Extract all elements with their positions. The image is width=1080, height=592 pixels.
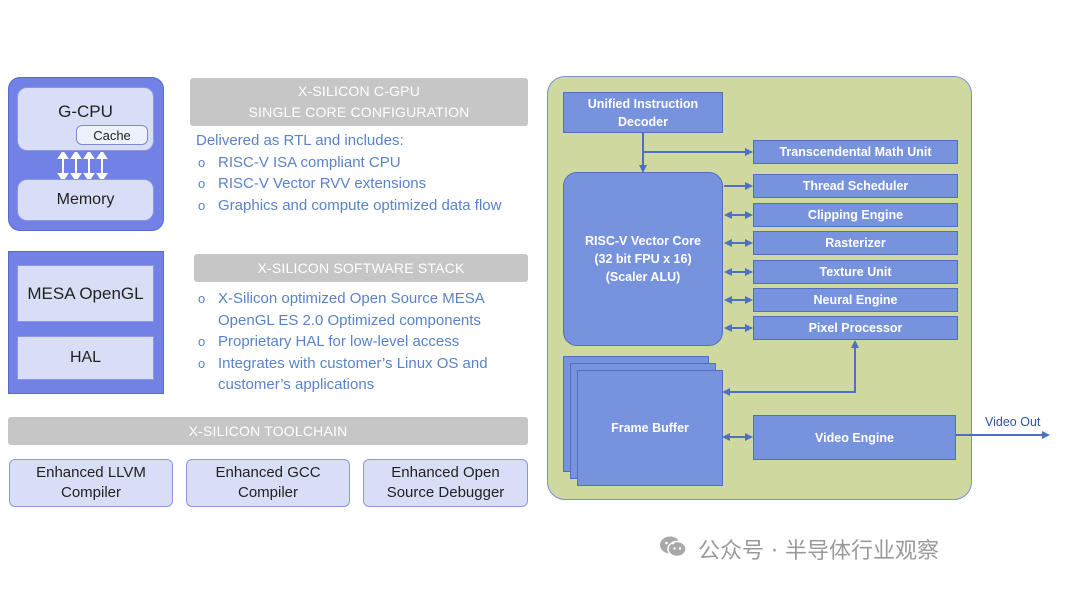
instruction-decoder-block: Unified Instruction Decoder <box>563 92 723 133</box>
memory-box: Memory <box>17 179 154 221</box>
gcpu-title: G-CPU <box>58 102 113 121</box>
rasterizer-block: Rasterizer <box>753 231 958 255</box>
config-item: o RISC-V ISA compliant CPU <box>196 152 531 174</box>
tool-debugger-line1: Enhanced Open <box>391 464 500 481</box>
tool-debugger-line2: Source Debugger <box>386 484 505 501</box>
tool-llvm-line1: Enhanced LLVM <box>36 464 146 481</box>
tool-llvm-line2: Compiler <box>60 484 121 501</box>
config-intro: Delivered as RTL and includes: <box>196 132 404 149</box>
bullet-icon: o <box>198 355 206 371</box>
mesa-opengl-box: MESA OpenGL <box>17 265 154 322</box>
stack-item-line2: customer’s applications <box>218 376 375 393</box>
watermark-text: 公众号 · 半导体行业观察 <box>698 539 939 564</box>
video-out-label: Video Out <box>985 415 1041 429</box>
tool-debugger-box: Enhanced Open Source Debugger <box>363 459 528 507</box>
stack-item-line2: OpenGL ES 2.0 Optimized components <box>218 311 481 329</box>
stack-item: o Integrates with customer’s Linux OS and… <box>196 353 531 396</box>
stack-item-line1: Integrates with customer’s Linux OS and <box>218 354 488 372</box>
core-line1: RISC-V Vector Core <box>584 234 701 248</box>
config-item-text: RISC-V Vector RVV extensions <box>218 175 427 192</box>
wechat-icon <box>660 536 687 558</box>
memory-bus-arrows-icon <box>57 152 108 180</box>
tool-gcc-box: Enhanced GCC Compiler <box>186 459 350 507</box>
config-description: Delivered as RTL and includes: o RISC-V I… <box>196 130 531 216</box>
tool-gcc-line2: Compiler <box>237 484 298 501</box>
config-header-line1: X-SILICON C-GPU <box>297 83 420 99</box>
config-header: X-SILICON C-GPU SINGLE CORE CONFIGURATIO… <box>190 78 528 126</box>
software-stack-header: X-SILICON SOFTWARE STACK <box>194 254 528 282</box>
config-item-text: Graphics and compute optimized data flow <box>218 196 502 214</box>
stack-item-line1: Proprietary HAL for low-level access <box>218 333 460 350</box>
cache-box: Cache <box>76 125 148 145</box>
core-line2: (32 bit FPU x 16) <box>594 252 692 266</box>
stack-item-line1: X-Silicon optimized Open Source MESA <box>218 290 485 307</box>
tool-gcc-line1: Enhanced GCC <box>215 464 321 481</box>
thread-scheduler-block: Thread Scheduler <box>753 174 958 198</box>
tool-llvm-box: Enhanced LLVM Compiler <box>9 459 173 507</box>
riscv-vector-core-block: RISC-V Vector Core (32 bit FPU x 16) (Sc… <box>563 172 723 346</box>
neural-engine-block: Neural Engine <box>753 288 958 312</box>
config-header-line2: SINGLE CORE CONFIGURATION <box>248 104 470 120</box>
config-item-text: RISC-V ISA compliant CPU <box>218 153 401 171</box>
bullet-icon: o <box>198 334 206 349</box>
pixel-to-framebuffer-arrow <box>722 340 859 396</box>
bullet-icon: o <box>198 197 206 213</box>
clipping-engine-block: Clipping Engine <box>753 203 958 227</box>
config-item: o Graphics and compute optimized data flo… <box>196 195 531 217</box>
bullet-icon: o <box>198 291 206 306</box>
decoder-line1: Unified Instruction <box>587 96 699 111</box>
transcendental-unit-block: Transcendental Math Unit <box>753 140 958 164</box>
bullet-icon: o <box>198 176 206 191</box>
pixel-processor-block: Pixel Processor <box>753 316 958 340</box>
bullet-icon: o <box>198 154 206 170</box>
toolchain-header: X-SILICON TOOLCHAIN <box>8 417 528 445</box>
stack-description: o X-Silicon optimized Open Source MESA Ope… <box>196 288 531 396</box>
stack-item: o X-Silicon optimized Open Source MESA Ope… <box>196 288 531 331</box>
core-line3: (Scaler ALU) <box>605 270 681 284</box>
stack-item: o Proprietary HAL for low-level access <box>196 331 531 353</box>
frame-buffer-block: Frame Buffer <box>577 370 723 486</box>
hal-box: HAL <box>17 336 154 380</box>
video-engine-block: Video Engine <box>753 415 956 460</box>
texture-unit-block: Texture Unit <box>753 260 958 284</box>
config-item: o RISC-V Vector RVV extensions <box>196 173 531 195</box>
decoder-line2: Decoder <box>617 114 669 129</box>
